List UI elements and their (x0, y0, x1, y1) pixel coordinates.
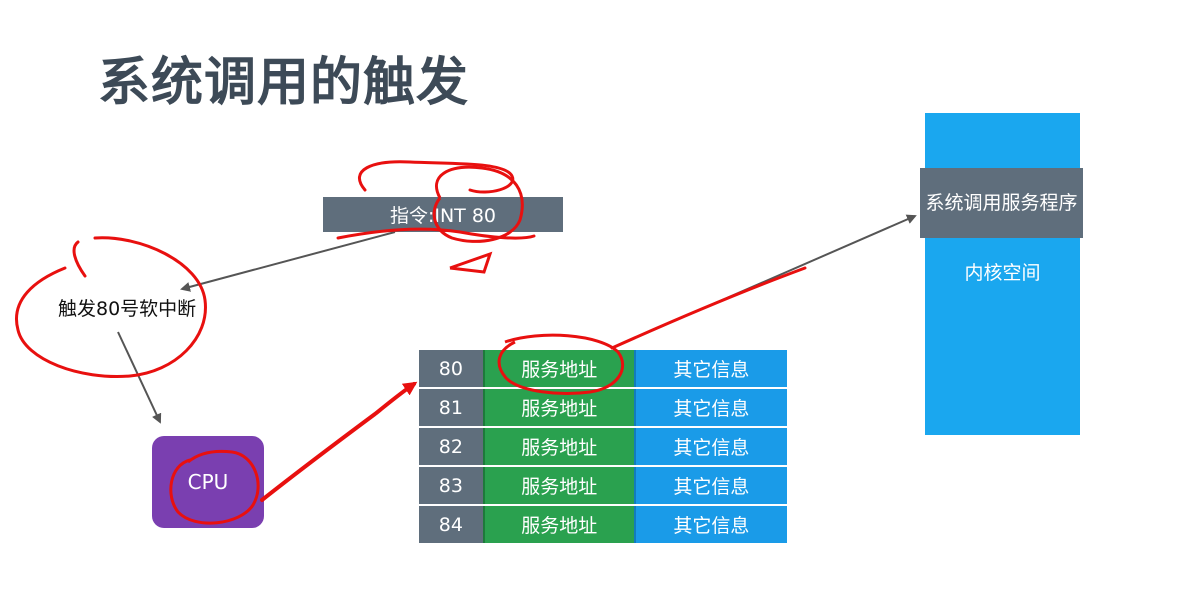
table-row: 81 服务地址 其它信息 (419, 389, 788, 426)
trigger-interrupt-text: 触发80号软中断 (58, 298, 197, 320)
red-line-address-to-kernel (610, 266, 807, 350)
arrow-trigger-to-cpu (117, 331, 162, 424)
vector-number: 81 (419, 389, 483, 426)
slide-title: 系统调用的触发 (98, 53, 470, 113)
vector-number: 84 (419, 506, 483, 543)
table-row: 83 服务地址 其它信息 (419, 467, 788, 504)
cpu-block: CPU (152, 436, 264, 528)
red-arrow-cpu-to-table (260, 381, 418, 502)
other-info-cell: 其它信息 (633, 350, 788, 387)
syscall-service-routine: 系统调用服务程序 (920, 168, 1083, 238)
other-info-cell: 其它信息 (633, 389, 788, 426)
other-info-cell: 其它信息 (633, 467, 788, 504)
kernel-space-label: 内核空间 (964, 262, 1041, 284)
other-info-cell: 其它信息 (633, 428, 788, 465)
service-address-cell: 服务地址 (482, 428, 634, 465)
interrupt-vector-table: 80 服务地址 其它信息 81 服务地址 其它信息 82 服务地址 其它信息 8… (419, 350, 788, 545)
service-address-cell: 服务地址 (482, 350, 634, 387)
arrow-address-to-kernel (611, 214, 917, 349)
table-row: 82 服务地址 其它信息 (419, 428, 788, 465)
arrow-instruction-to-trigger (180, 231, 396, 292)
service-address-cell: 服务地址 (482, 506, 634, 543)
other-info-cell: 其它信息 (633, 506, 788, 543)
service-address-cell: 服务地址 (482, 467, 634, 504)
vector-number: 83 (419, 467, 483, 504)
instruction-box: 指令:INT 80 (323, 197, 563, 232)
vector-number: 82 (419, 428, 483, 465)
table-row: 84 服务地址 其它信息 (419, 506, 788, 543)
kernel-space-block (925, 113, 1080, 435)
red-scribble-mark (449, 251, 493, 274)
table-row: 80 服务地址 其它信息 (419, 350, 788, 387)
vector-number: 80 (419, 350, 483, 387)
service-address-cell: 服务地址 (482, 389, 634, 426)
